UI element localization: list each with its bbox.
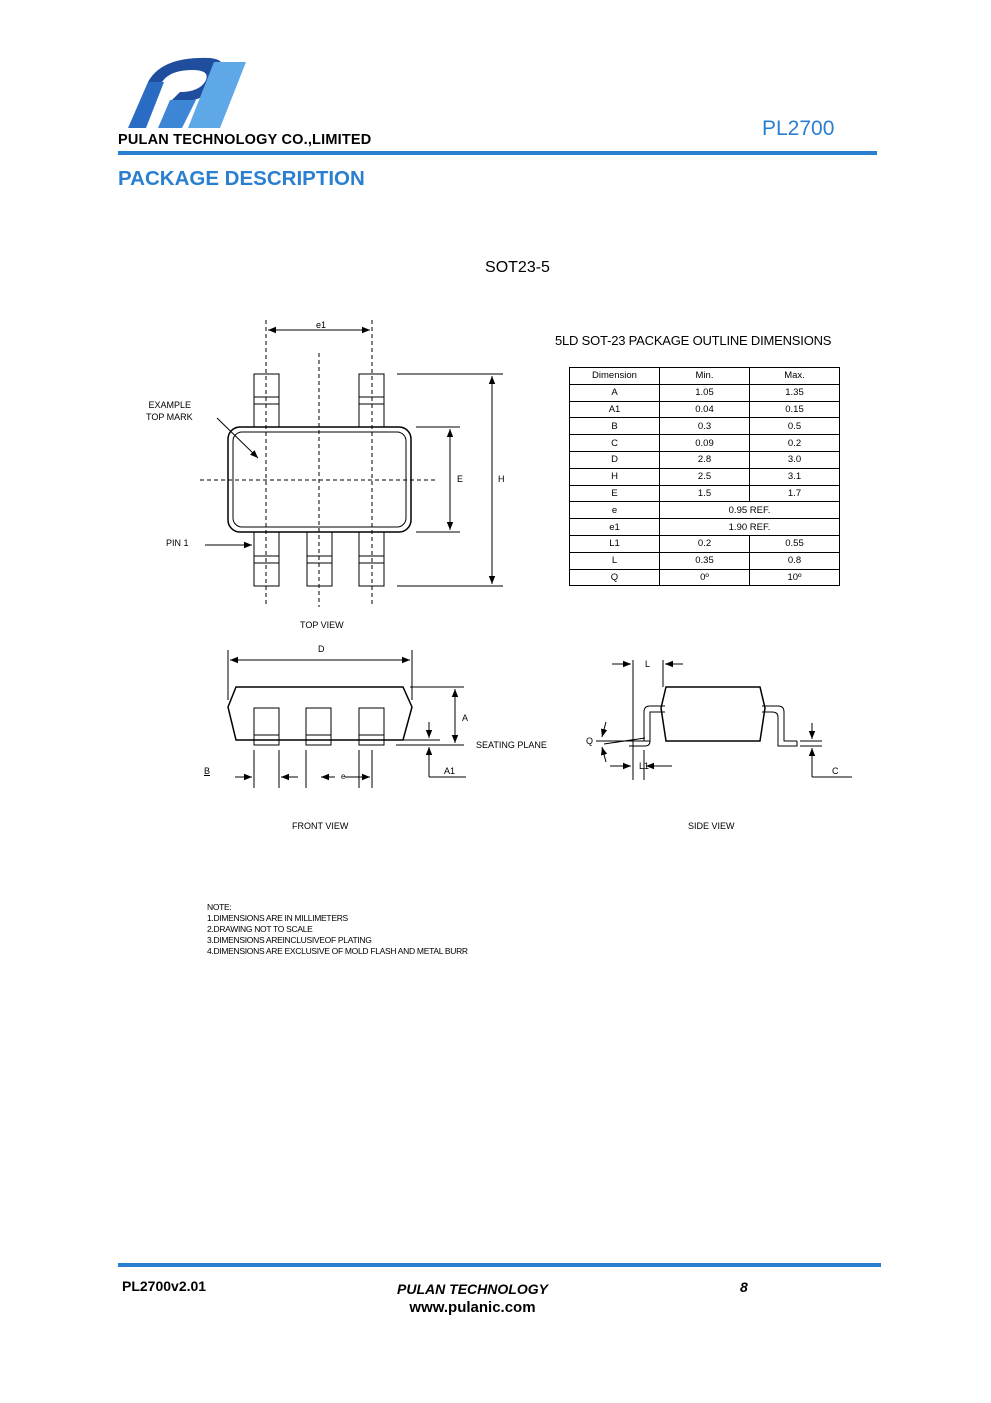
- B-label: B: [204, 766, 211, 776]
- note-item: 4.DIMENSIONS ARE EXCLUSIVE OF MOLD FLASH…: [207, 946, 468, 956]
- pin1-label: PIN 1: [166, 538, 189, 548]
- header-cell: Min.: [659, 367, 750, 385]
- L1-label: L1: [639, 761, 650, 771]
- side-view: [596, 660, 852, 780]
- dim-cell: A1: [569, 400, 660, 419]
- min-cell: 2.8: [659, 450, 750, 469]
- dim-cell: B: [569, 417, 660, 436]
- A-label: A: [462, 713, 469, 723]
- example-mark-line1: EXAMPLE: [148, 400, 191, 410]
- dim-cell: Q: [569, 568, 660, 587]
- company-logo: [126, 57, 248, 130]
- min-cell: 0.3: [659, 417, 750, 436]
- min-cell: 1.05: [659, 383, 750, 402]
- min-cell: 0.35: [659, 551, 750, 570]
- L-label: L: [645, 659, 651, 669]
- max-cell: 0.2: [749, 434, 840, 452]
- header-cell: Max.: [749, 367, 840, 385]
- max-cell: 0.8: [749, 551, 840, 570]
- e1-label: e1: [316, 320, 327, 330]
- footer-website[interactable]: www.pulanic.com: [409, 1299, 536, 1316]
- min-cell: 0.2: [659, 534, 750, 553]
- dim-cell: L: [569, 551, 660, 570]
- E-label: E: [457, 474, 464, 484]
- max-cell: 3.0: [749, 450, 840, 469]
- example-mark-label: EXAMPLE TOP MARK: [146, 399, 193, 423]
- document-version: PL2700v2.01: [122, 1278, 207, 1294]
- Q-label: Q: [586, 736, 594, 746]
- A1-label: A1: [444, 766, 456, 776]
- package-name: SOT23-5: [485, 259, 550, 276]
- dim-cell: e: [569, 501, 660, 520]
- C-label: C: [832, 766, 839, 776]
- D-label: D: [318, 644, 325, 654]
- company-name: PULAN TECHNOLOGY CO.,LIMITED: [118, 132, 372, 148]
- page-number: 8: [740, 1279, 748, 1295]
- footer-company: PULAN TECHNOLOGY: [397, 1281, 548, 1297]
- part-number: PL2700: [762, 117, 835, 140]
- dim-cell: E: [569, 484, 660, 503]
- ref-cell: 1.90 REF.: [659, 518, 840, 536]
- top-view: [200, 320, 503, 607]
- header-rule: [118, 151, 877, 155]
- section-title: PACKAGE DESCRIPTION: [118, 167, 365, 190]
- table-header-row: Dimension Min. Max.: [569, 367, 840, 385]
- footer-rule: [118, 1263, 881, 1267]
- dim-cell: C: [569, 434, 660, 452]
- dim-cell: H: [569, 467, 660, 486]
- header-cell: Dimension: [569, 367, 660, 385]
- dim-cell: A: [569, 383, 660, 402]
- max-cell: 0.55: [749, 534, 840, 553]
- min-cell: 0.09: [659, 434, 750, 452]
- max-cell: 1.7: [749, 484, 840, 503]
- note-item: 1.DIMENSIONS ARE IN MILLIMETERS: [207, 913, 348, 923]
- max-cell: 3.1: [749, 467, 840, 486]
- example-mark-line2: TOP MARK: [146, 412, 193, 422]
- min-cell: 0º: [659, 568, 750, 587]
- max-cell: 0.15: [749, 400, 840, 419]
- min-cell: 1.5: [659, 484, 750, 503]
- max-cell: 0.5: [749, 417, 840, 436]
- table-title: 5LD SOT-23 PACKAGE OUTLINE DIMENSIONS: [555, 333, 832, 348]
- side-view-caption: SIDE VIEW: [688, 821, 735, 831]
- notes-heading: NOTE:: [207, 902, 232, 912]
- max-cell: 10º: [749, 568, 840, 587]
- front-view-caption: FRONT VIEW: [292, 821, 349, 831]
- dim-cell: L1: [569, 534, 660, 553]
- dim-cell: e1: [569, 518, 660, 536]
- seating-plane-label: SEATING PLANE: [476, 740, 547, 750]
- ref-cell: 0.95 REF.: [659, 501, 840, 520]
- note-item: 2.DRAWING NOT TO SCALE: [207, 924, 313, 934]
- note-item: 3.DIMENSIONS AREINCLUSIVEOF PLATING: [207, 935, 372, 945]
- max-cell: 1.35: [749, 383, 840, 402]
- H-label: H: [498, 474, 505, 484]
- front-view: [227, 650, 466, 788]
- dim-cell: D: [569, 450, 660, 469]
- min-cell: 2.5: [659, 467, 750, 486]
- top-view-caption: TOP VIEW: [300, 620, 344, 630]
- notes: NOTE: 1.DIMENSIONS ARE IN MILLIMETERS 2.…: [207, 902, 468, 957]
- e-label: e: [341, 772, 346, 781]
- min-cell: 0.04: [659, 400, 750, 419]
